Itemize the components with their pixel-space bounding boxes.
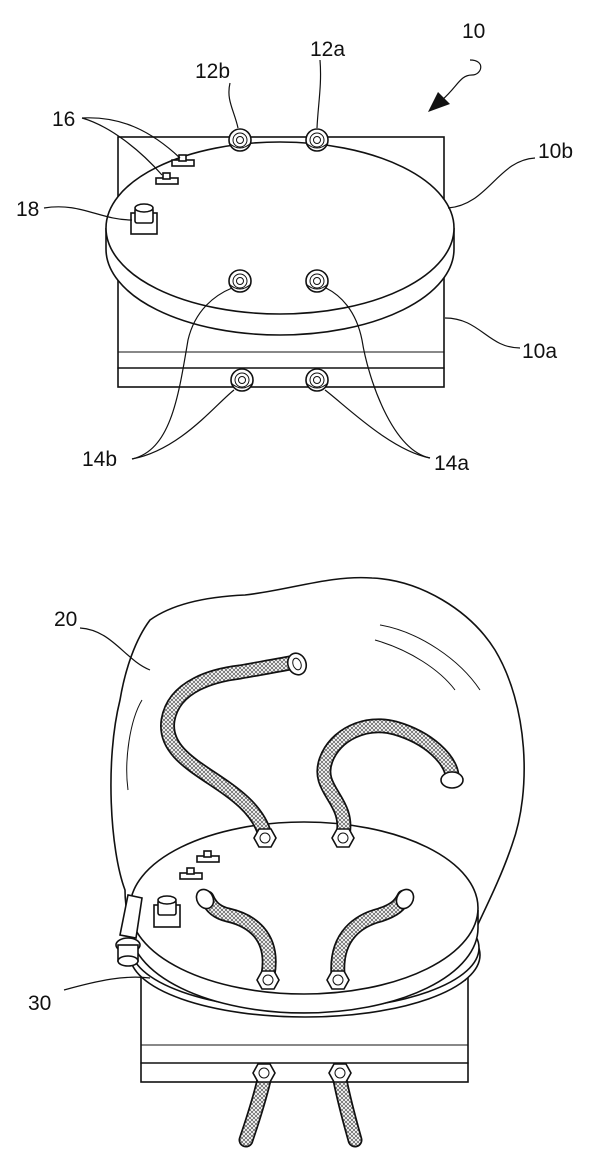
label-20: 20: [54, 608, 77, 631]
label-14a: 14a: [434, 452, 469, 475]
arrow-10: [442, 60, 481, 100]
port-lower-right: [306, 270, 328, 292]
device-assembly: 10 12b 12a 16 18 10b 10a 14b 14a: [16, 20, 573, 475]
label-10: 10: [462, 20, 485, 43]
label-14b: 14b: [82, 448, 117, 471]
label-16: 16: [52, 108, 75, 131]
hose-bottom-left: [246, 1080, 264, 1140]
connector-18: [131, 204, 157, 234]
label-10b: 10b: [538, 140, 573, 163]
label-12a: 12a: [310, 38, 345, 61]
port-12a: [306, 129, 328, 151]
label-30: 30: [28, 992, 51, 1015]
bag-assembly: 20 30: [28, 578, 524, 1140]
port-14a: [306, 369, 328, 391]
port-lower-left: [229, 270, 251, 292]
label-12b: 12b: [195, 60, 230, 83]
connector-18-2: [154, 896, 180, 927]
label-18: 18: [16, 198, 39, 221]
port-12b: [229, 129, 251, 151]
upper-plate-2: [130, 822, 478, 1013]
hose-bottom-right: [340, 1080, 355, 1140]
label-10a: 10a: [522, 340, 557, 363]
port-14b: [231, 369, 253, 391]
